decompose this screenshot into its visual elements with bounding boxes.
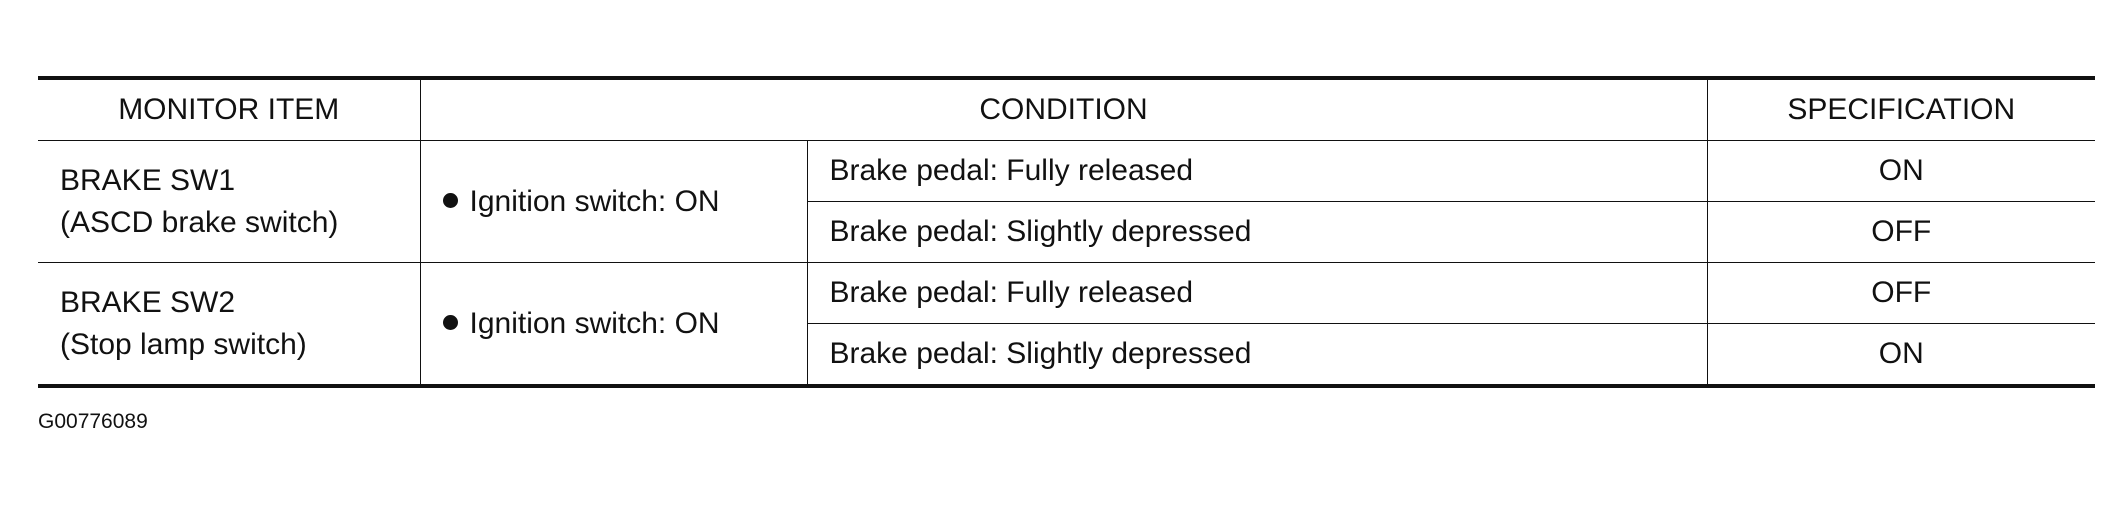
specification-cell: ON <box>1706 323 2096 387</box>
ignition-condition-cell: Ignition switch: ON <box>419 140 808 263</box>
table-row: BRAKE SW1 (ASCD brake switch) Ignition s… <box>38 140 2096 263</box>
ignition-condition-cell: Ignition switch: ON <box>419 262 808 387</box>
monitor-item-cell: BRAKE SW1 (ASCD brake switch) <box>38 140 421 263</box>
monitor-item-name: BRAKE SW2 <box>60 285 236 319</box>
header-condition: CONDITION <box>419 78 1708 141</box>
specification-cell: ON <box>1706 140 2096 202</box>
pedal-condition-cell: Brake pedal: Fully released <box>806 140 1708 202</box>
table-row: BRAKE SW2 (Stop lamp switch) Ignition sw… <box>38 262 2096 387</box>
figure-id: G00776089 <box>38 410 148 433</box>
header-specification: SPECIFICATION <box>1706 78 2096 141</box>
ignition-condition-text: Ignition switch: ON <box>469 184 720 218</box>
monitor-item-name: BRAKE SW1 <box>60 163 236 197</box>
pedal-condition-cell: Brake pedal: Fully released <box>806 262 1708 324</box>
specification-cell: OFF <box>1706 201 2096 263</box>
pedal-condition-cell: Brake pedal: Slightly depressed <box>807 201 1708 263</box>
table-row: Brake pedal: Slightly depressed ON <box>38 323 2096 387</box>
ignition-condition-text: Ignition switch: ON <box>469 306 720 340</box>
bullet-icon <box>442 193 458 209</box>
table-header-row: MONITOR ITEM CONDITION SPECIFICATION <box>38 78 2096 141</box>
bullet-icon <box>442 315 458 331</box>
monitor-item-description: (ASCD brake switch) <box>60 205 339 239</box>
header-monitor-item: MONITOR ITEM <box>38 78 421 141</box>
specification-cell: OFF <box>1706 262 2096 324</box>
monitor-item-description: (Stop lamp switch) <box>60 327 307 361</box>
specification-table: MONITOR ITEM CONDITION SPECIFICATION BRA… <box>38 76 2096 388</box>
table-row: Brake pedal: Slightly depressed OFF <box>38 201 2096 263</box>
monitor-item-cell: BRAKE SW2 (Stop lamp switch) <box>38 262 421 387</box>
pedal-condition-cell: Brake pedal: Slightly depressed <box>807 323 1708 387</box>
